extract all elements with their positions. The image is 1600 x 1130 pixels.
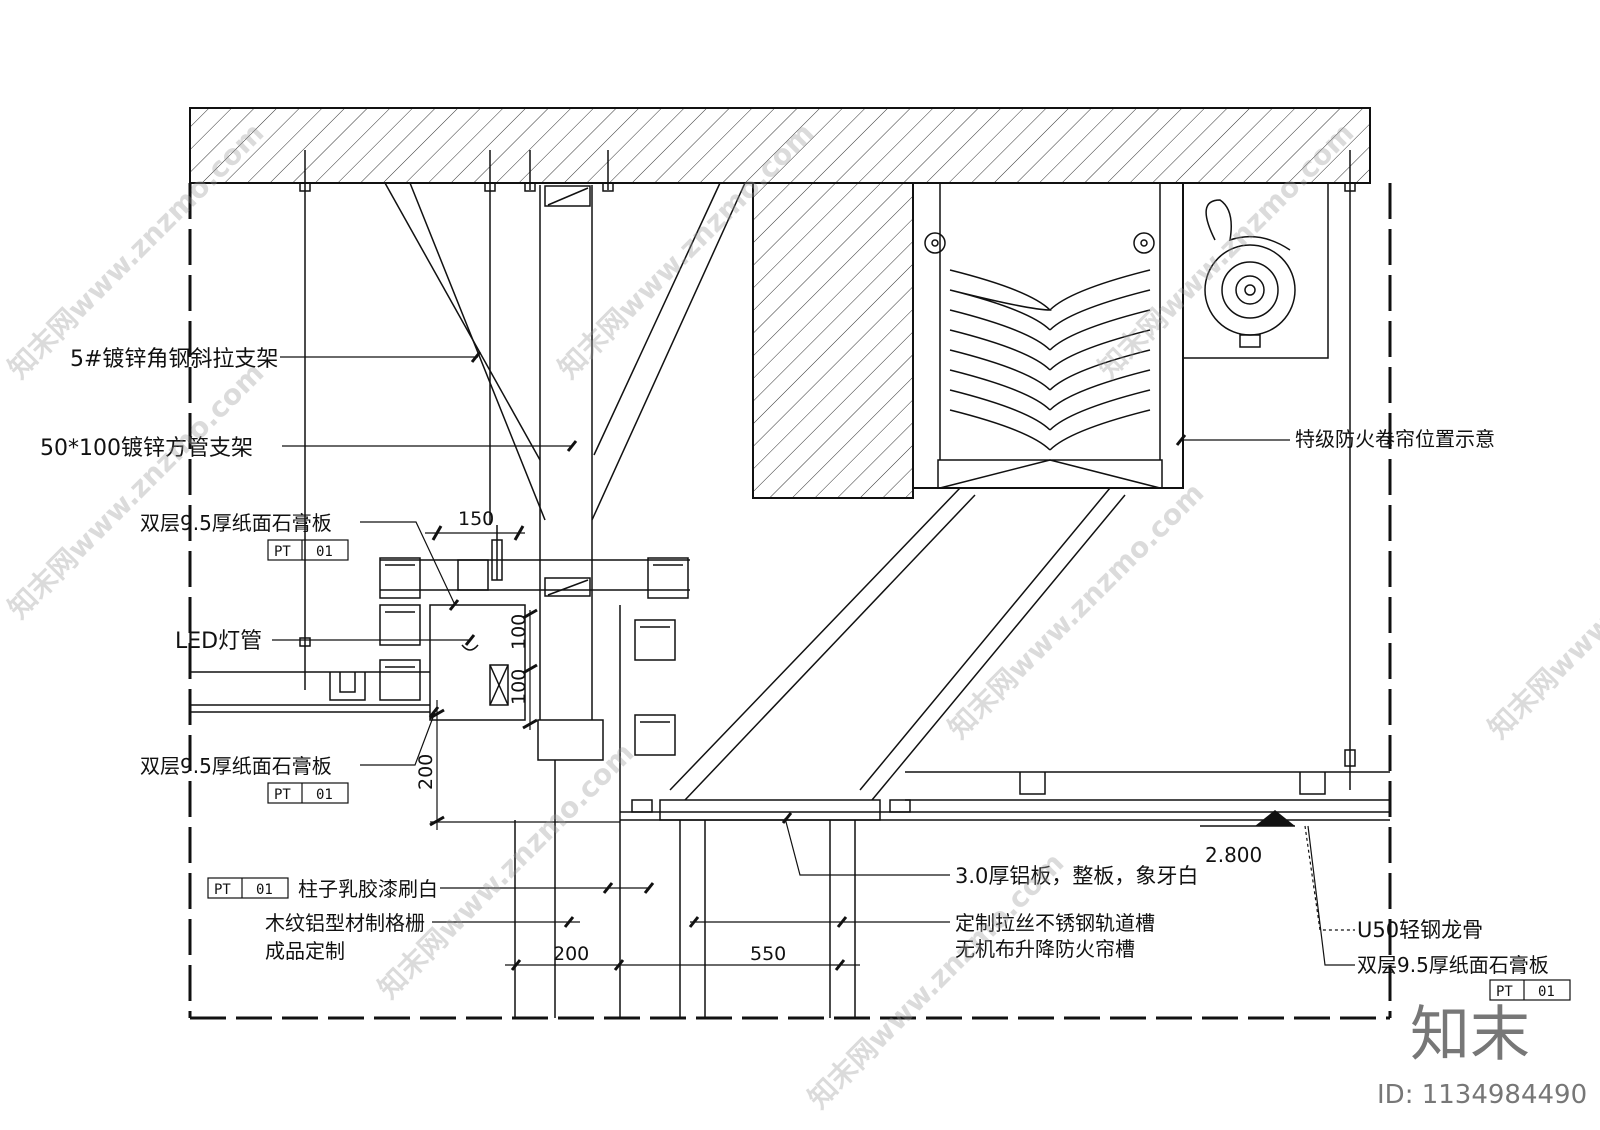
track-support-rods bbox=[669, 487, 1126, 801]
square-tube-support bbox=[537, 185, 604, 761]
dim-550: 550 bbox=[750, 943, 786, 965]
pt-number: 01 bbox=[1538, 984, 1555, 1000]
angle-steel-braces bbox=[384, 182, 746, 521]
pt-number: 01 bbox=[316, 787, 333, 803]
pt-code: PT bbox=[274, 544, 291, 560]
pt-code: PT bbox=[274, 787, 291, 803]
label-keel: U50轻钢龙骨 bbox=[1357, 918, 1483, 942]
label-gypsum-right: 双层9.5厚纸面石膏板 bbox=[1357, 953, 1549, 977]
concrete-slab bbox=[189, 107, 1371, 499]
dim-100-lower: 100 bbox=[508, 669, 530, 705]
label-track-2: 无机布升降防火帘槽 bbox=[955, 937, 1135, 961]
label-grille-2: 成品定制 bbox=[265, 939, 345, 963]
wood-grille bbox=[379, 557, 690, 756]
watermark-text: 知末网www.znzmo.com bbox=[942, 476, 1211, 745]
annotations: 5#镀锌角钢斜拉支架 50*100镀锌方管支架 双层9.5厚纸面石膏板 LED灯… bbox=[40, 347, 1549, 977]
drawing-frame bbox=[188, 183, 1392, 1020]
label-aluminum-panel: 3.0厚铝板，整板，象牙白 bbox=[955, 864, 1198, 888]
pt-tag-column: PT 01 bbox=[207, 877, 289, 899]
led-trough bbox=[190, 559, 526, 721]
dim-150: 150 bbox=[458, 508, 494, 530]
pt-number: 01 bbox=[316, 544, 333, 560]
ceiling-line bbox=[620, 771, 1390, 1018]
label-fire-shutter: 特级防火卷帘位置示意 bbox=[1295, 427, 1495, 451]
logo-text: 知末 bbox=[1410, 1000, 1530, 1070]
brand-logo: 知末 ID: 1134984490 bbox=[1377, 1000, 1587, 1110]
watermark-text: 知末网www.znzmo.com bbox=[2, 356, 271, 625]
label-track-1: 定制拉丝不锈钢轨道槽 bbox=[955, 911, 1155, 935]
dim-100-upper: 100 bbox=[508, 614, 530, 650]
dimension-lines bbox=[425, 525, 860, 971]
id-text: ID: 1134984490 bbox=[1377, 1080, 1587, 1110]
pt-number: 01 bbox=[256, 882, 273, 898]
dimension-values: 150 100 100 200 200 550 bbox=[415, 508, 786, 965]
label-angle-brace: 5#镀锌角钢斜拉支架 bbox=[70, 347, 278, 372]
label-column-paint: 柱子乳胶漆刷白 bbox=[298, 877, 438, 901]
label-grille-1: 木纹铝型材制格栅 bbox=[265, 911, 425, 935]
watermark-text: 知末网www.znzmo.com bbox=[802, 846, 1071, 1115]
pt-code: PT bbox=[1496, 984, 1513, 1000]
label-led: LED灯管 bbox=[175, 629, 262, 654]
leader-lines bbox=[272, 351, 1355, 966]
elevation-value: 2.800 bbox=[1205, 843, 1262, 867]
hanger-rods bbox=[299, 150, 1356, 790]
label-square-tube: 50*100镀锌方管支架 bbox=[40, 436, 253, 461]
dim-200-horizontal: 200 bbox=[553, 943, 589, 965]
elevation-marker: 2.800 bbox=[1200, 810, 1295, 867]
motor-icon bbox=[1182, 182, 1329, 359]
pt-tag-upper: PT 01 bbox=[267, 539, 349, 561]
label-gypsum-lower: 双层9.5厚纸面石膏板 bbox=[140, 754, 332, 778]
watermark-text: 知末网www.znzmo.com bbox=[1482, 476, 1600, 745]
watermark-text: 知末网www.znzmo.com bbox=[2, 116, 271, 385]
dim-200-vertical: 200 bbox=[415, 754, 437, 790]
pt-tag-right: PT 01 bbox=[1489, 979, 1571, 1001]
label-gypsum-upper: 双层9.5厚纸面石膏板 bbox=[140, 511, 332, 535]
pt-tag-lower: PT 01 bbox=[267, 782, 349, 804]
pt-code: PT bbox=[214, 882, 231, 898]
